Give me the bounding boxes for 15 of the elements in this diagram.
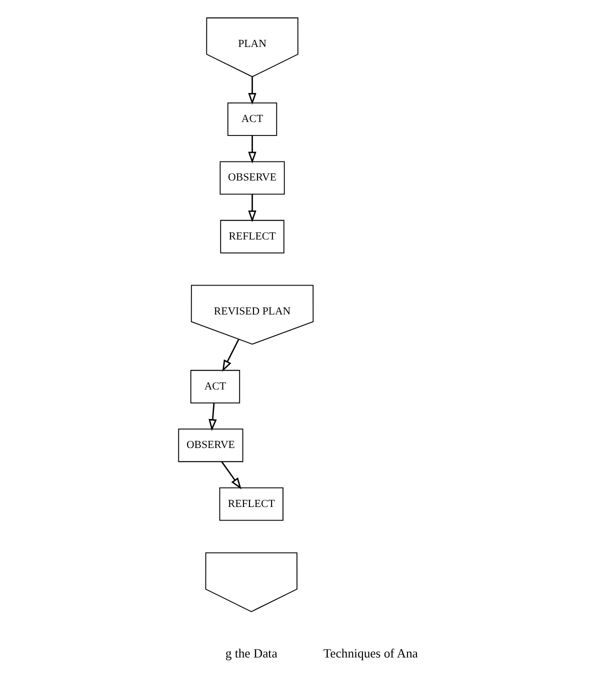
node-box: ACT (190, 370, 240, 404)
node-box: OBSERVE (178, 428, 244, 462)
node-box: REFLECT (220, 220, 284, 254)
node-box: ACT (227, 102, 278, 136)
label: g the Data (225, 646, 278, 660)
arrow (221, 461, 242, 490)
node-chevron (205, 552, 298, 612)
node-box: OBSERVE (220, 161, 285, 195)
arrow (248, 194, 256, 222)
arrow (222, 339, 240, 372)
label: Techniques of Ana (323, 646, 418, 660)
arrow (248, 76, 256, 105)
arrow (208, 403, 217, 431)
arrow (248, 136, 256, 164)
node-box: REFLECT (219, 487, 284, 521)
